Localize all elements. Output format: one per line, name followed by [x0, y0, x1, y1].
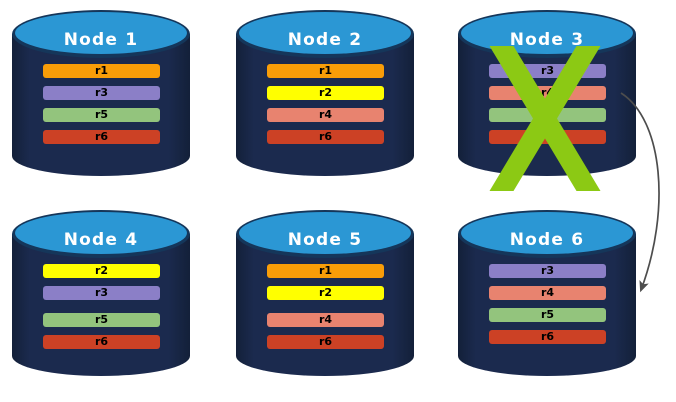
replica-row-r6[interactable]: r6 [489, 330, 606, 344]
replica-row-r4[interactable]: r4 [489, 86, 606, 100]
replica-row-list: r3 r4 r5 r6 [489, 264, 606, 344]
replica-row-r5[interactable]: r5 [43, 313, 160, 327]
replica-row-r1[interactable]: r1 [267, 264, 384, 278]
replica-row-r6[interactable]: r6 [267, 130, 384, 144]
replica-row-r4[interactable]: r4 [267, 108, 384, 122]
replica-row-r6[interactable]: r6 [43, 130, 160, 144]
replica-row-r6[interactable]: r6 [489, 130, 606, 144]
replica-row-r1[interactable]: r1 [267, 64, 384, 78]
replica-row-r3[interactable]: r3 [43, 86, 160, 100]
replica-row-r2[interactable]: r2 [267, 286, 384, 300]
replica-row-r2[interactable]: r2 [267, 86, 384, 100]
cylinder-top-face [461, 212, 633, 254]
replica-row-r6[interactable]: r6 [267, 335, 384, 349]
replica-row-r2[interactable]: r2 [43, 264, 160, 278]
cylinder-top-face [239, 12, 411, 54]
cylinder-top-face [239, 212, 411, 254]
cylinder-top-face [461, 12, 633, 54]
cylinder-top-face [15, 212, 187, 254]
replica-row-r4[interactable]: r4 [267, 313, 384, 327]
replica-row-list: r3 r4 r5 r6 [489, 64, 606, 144]
replica-row-r4[interactable]: r4 [489, 286, 606, 300]
replica-row-r3[interactable]: r3 [489, 64, 606, 78]
replica-row-r1[interactable]: r1 [43, 64, 160, 78]
replica-row-r6[interactable]: r6 [43, 335, 160, 349]
replica-row-r5[interactable]: r5 [489, 308, 606, 322]
replica-row-r5[interactable]: r5 [489, 108, 606, 122]
replica-row-r5[interactable]: r5 [43, 108, 160, 122]
replica-row-r3[interactable]: r3 [43, 286, 160, 300]
replica-row-list: r1 r2 r4 r6 [267, 64, 384, 144]
cylinder-top-face [15, 12, 187, 54]
replica-row-list: r1 r2 r4 r6 [267, 264, 384, 349]
replica-row-list: r2 r3 r5 r6 [43, 264, 160, 349]
replica-row-r3[interactable]: r3 [489, 264, 606, 278]
replica-row-list: r1 r3 r5 r6 [43, 64, 160, 144]
